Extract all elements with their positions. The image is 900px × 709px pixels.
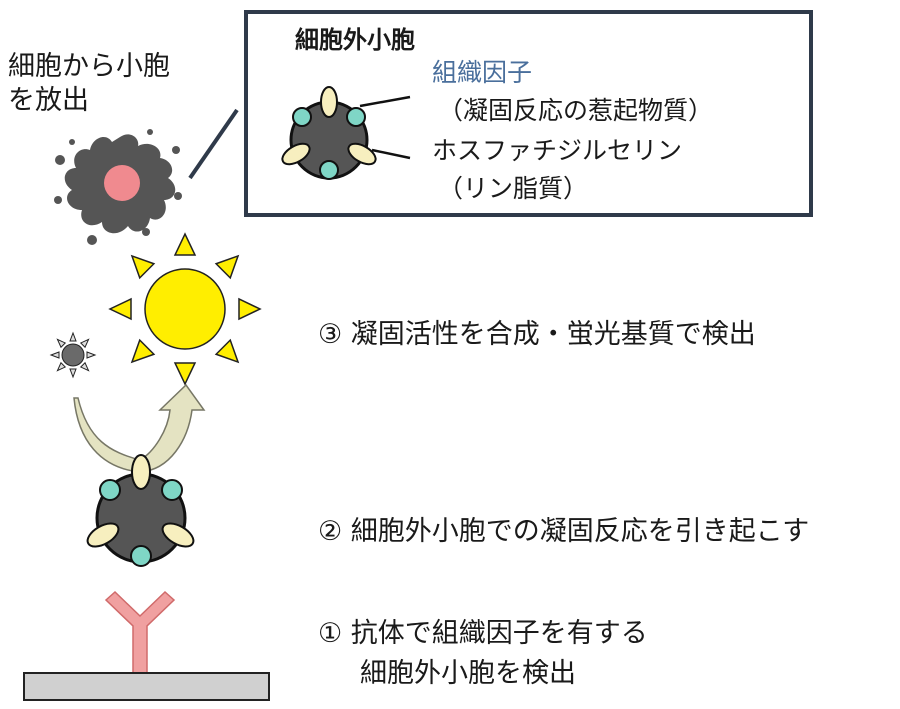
cell-nucleus (104, 165, 140, 201)
step-1-line1: ① 抗体で組織因子を有する (318, 618, 648, 649)
reaction-vesicle-icon (86, 454, 195, 567)
phosphatidylserine-description: （リン脂質） (438, 174, 589, 203)
step-3-label: ③ 凝固活性を合成・蛍光基質で検出 (318, 319, 756, 350)
tissue-factor-description: （凝固反応の惹起物質） (438, 96, 714, 125)
cell-release-label: 細胞から小胞 を放出 (8, 50, 170, 118)
tissue-factor-label: 組織因子 (432, 58, 533, 87)
bright-sun-icon (108, 232, 262, 386)
callout-title: 細胞外小胞 (295, 26, 415, 54)
cell-release-line1: 細胞から小胞 (8, 51, 170, 82)
callout-connector-line (188, 108, 239, 180)
tissue-factor-pointer (359, 95, 411, 108)
cell-release-line2: を放出 (8, 85, 89, 116)
dim-star-icon (49, 331, 97, 379)
step-1-line2: 細胞外小胞を検出 (360, 658, 576, 689)
phosphatidylserine-label: ホスファチジルセリン (432, 136, 683, 165)
step-1-label: ① 抗体で組織因子を有する 細胞外小胞を検出 (318, 614, 648, 694)
step-2-label: ② 細胞外小胞での凝固反応を引き起こす (318, 516, 810, 547)
phosphatidylserine-pointer (371, 148, 411, 160)
y-antibody-icon (104, 590, 176, 676)
conversion-arrow (73, 383, 206, 473)
callout-vesicle-icon (281, 86, 377, 180)
plate-bar-icon (23, 672, 270, 701)
